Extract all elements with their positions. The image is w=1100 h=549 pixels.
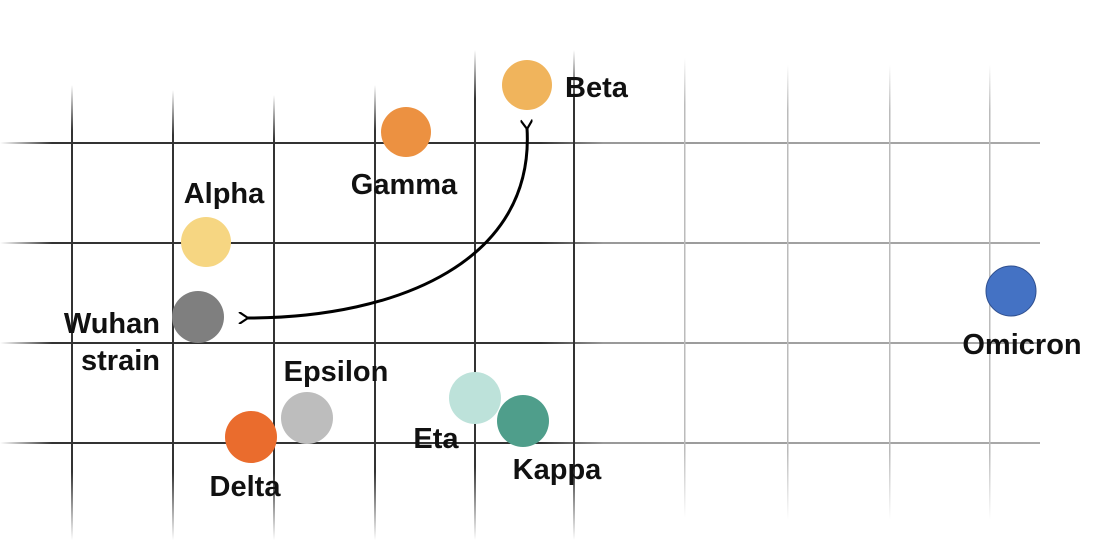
point-alpha <box>181 217 231 267</box>
grid-line-v <box>787 65 789 520</box>
variant-labels: Beta Gamma Alpha Wuhan strain Epsilon De… <box>64 72 1082 503</box>
label-wuhan-line1: Wuhan <box>64 308 160 340</box>
label-omicron: Omicron <box>962 329 1081 361</box>
double-arrow-beta-wuhan <box>247 128 527 318</box>
label-delta: Delta <box>210 471 282 503</box>
grid-line-v <box>71 85 73 540</box>
grid-line-h <box>0 342 1040 344</box>
point-kappa <box>497 395 549 447</box>
label-alpha: Alpha <box>184 178 265 210</box>
label-gamma: Gamma <box>351 169 458 201</box>
point-omicron <box>985 265 1037 317</box>
grid-line-v <box>573 50 575 540</box>
point-beta <box>502 60 552 110</box>
variant-points <box>172 60 1037 463</box>
label-beta: Beta <box>565 72 629 104</box>
point-delta <box>225 411 277 463</box>
grid-line-v <box>684 58 686 518</box>
grid-line-v <box>889 65 891 520</box>
grid-line-v <box>374 85 376 540</box>
grid-line-v <box>474 50 476 540</box>
point-eta <box>449 372 501 424</box>
label-kappa: Kappa <box>513 454 603 486</box>
grid-line-h <box>0 242 1040 244</box>
point-epsilon <box>281 392 333 444</box>
point-wuhan <box>172 291 224 343</box>
point-gamma <box>381 107 431 157</box>
grid-line-h <box>0 142 1040 144</box>
label-epsilon: Epsilon <box>284 356 389 388</box>
label-wuhan-line2: strain <box>81 345 160 377</box>
label-eta: Eta <box>413 423 459 455</box>
